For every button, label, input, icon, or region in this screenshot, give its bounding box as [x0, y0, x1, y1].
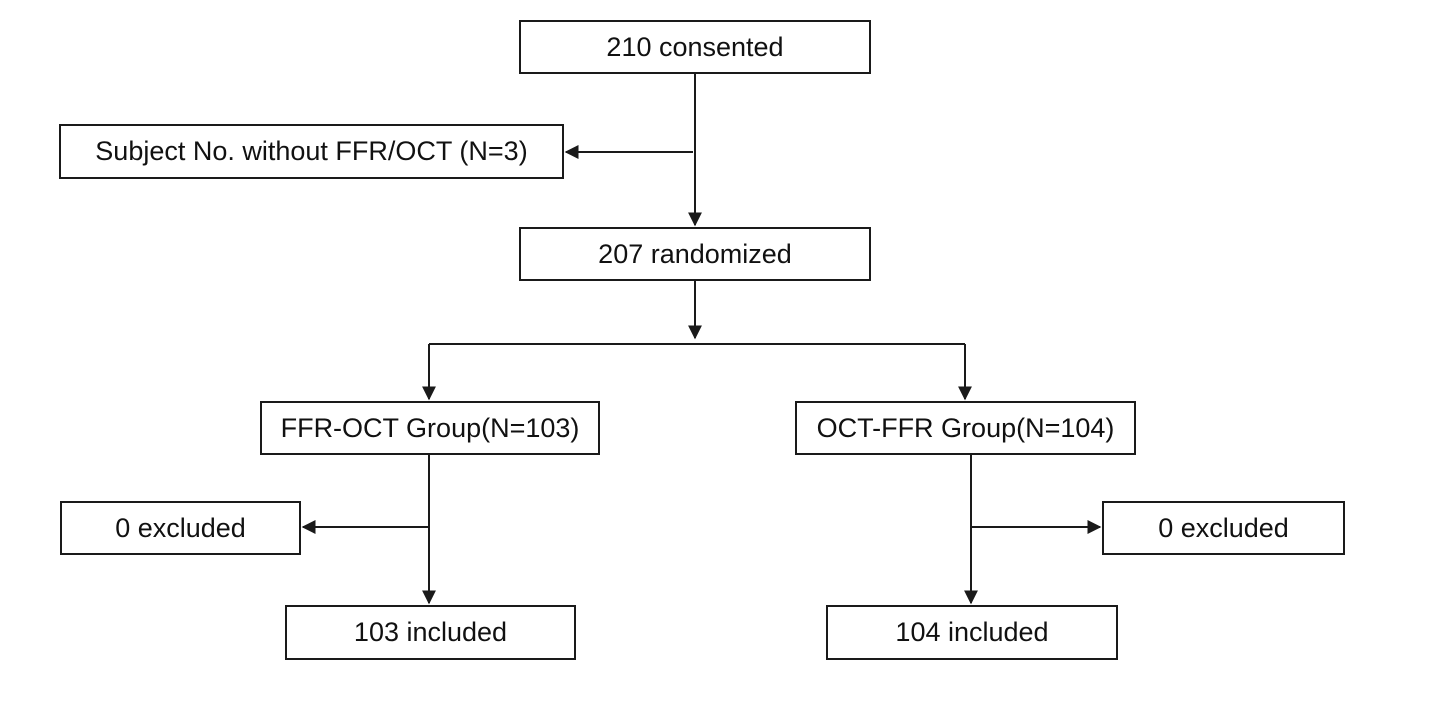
ffr-oct-group-label: FFR-OCT Group(N=103): [280, 412, 580, 443]
randomized-box: 207 randomized: [519, 227, 871, 281]
without-ffr-oct-box: Subject No. without FFR/OCT (N=3): [59, 124, 564, 179]
included-left-box: 103 included: [285, 605, 576, 660]
ffr-oct-group-box: FFR-OCT Group(N=103): [260, 401, 600, 455]
excluded-left-label: 0 excluded: [115, 512, 246, 543]
included-right-label: 104 included: [895, 617, 1049, 647]
oct-ffr-group-label: OCT-FFR Group(N=104): [816, 412, 1115, 443]
oct-ffr-group-box: OCT-FFR Group(N=104): [795, 401, 1136, 455]
included-left-label: 103 included: [353, 617, 508, 647]
without-ffr-oct-label: Subject No. without FFR/OCT (N=3): [95, 136, 528, 166]
excluded-right-label: 0 excluded: [1158, 512, 1289, 543]
consented-box: 210 consented: [519, 20, 871, 74]
consented-label: 210 consented: [606, 31, 784, 62]
randomized-label: 207 randomized: [598, 238, 792, 269]
included-right-box: 104 included: [826, 605, 1118, 660]
excluded-right-box: 0 excluded: [1102, 501, 1345, 555]
excluded-left-box: 0 excluded: [60, 501, 301, 555]
